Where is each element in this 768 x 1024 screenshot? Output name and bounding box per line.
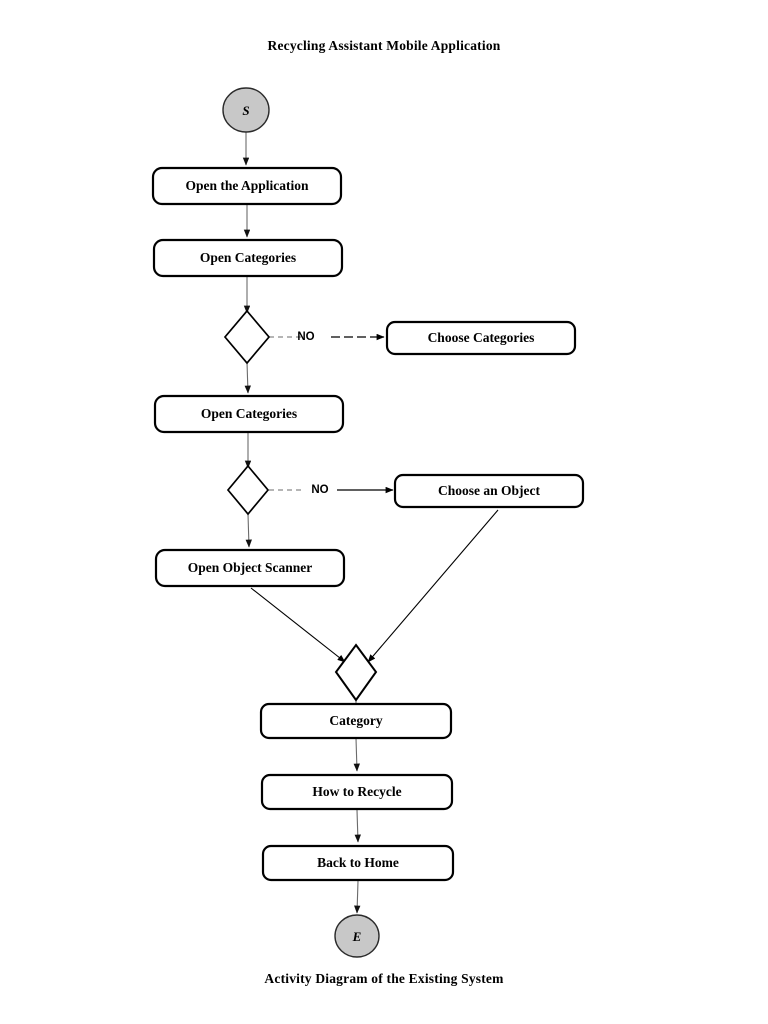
node-category[interactable]: [259, 702, 453, 740]
node-open-object-scanner[interactable]: [154, 548, 346, 588]
edge-choose-object-to-merge: [367, 509, 499, 663]
node-back-to-home[interactable]: [261, 844, 455, 882]
edge-how-to-recycle-to-back-to-home: [354, 809, 361, 843]
node-how-to-recycle[interactable]: [260, 773, 454, 811]
node-decision-1[interactable]: [223, 309, 271, 365]
node-open-categories-1[interactable]: [152, 238, 344, 278]
edge-decision-2-to-open-object-scanner: [245, 513, 252, 548]
edge-back-to-home-to-end: [354, 880, 361, 914]
diagram-caption: Activity Diagram of the Existing System: [264, 971, 504, 986]
node-choose-categories[interactable]: [385, 320, 577, 356]
node-merge-diamond[interactable]: [334, 643, 378, 702]
edge-category-to-how-to-recycle: [353, 737, 360, 772]
node-open-categories-2[interactable]: [153, 394, 345, 434]
diagram-title: Recycling Assistant Mobile Application: [267, 38, 501, 53]
node-choose-object[interactable]: [393, 473, 585, 509]
node-end-terminal[interactable]: [334, 914, 380, 958]
node-decision-2[interactable]: [226, 464, 270, 516]
edge-decision-1-to-open-categories-2: [244, 361, 251, 394]
node-open-application[interactable]: [151, 166, 343, 206]
node-start-terminal[interactable]: [222, 87, 270, 133]
edge-open-object-scanner-to-merge: [250, 587, 346, 663]
